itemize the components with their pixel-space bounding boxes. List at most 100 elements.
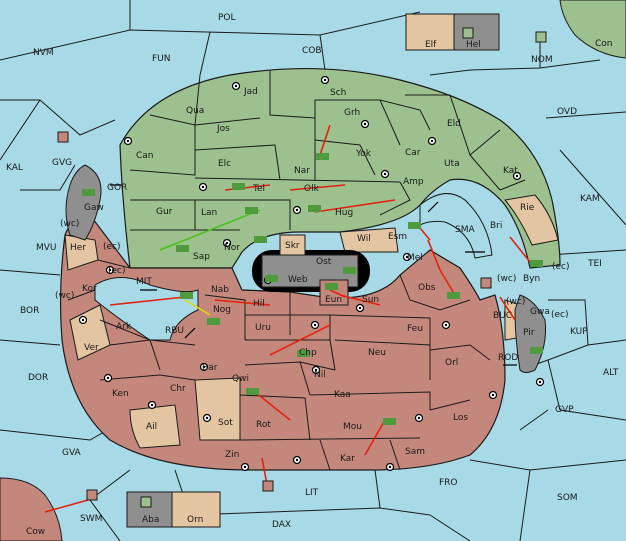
coast-labels: (wc) (ec) (wc) (ec) (wc) (ec) (wc) (ec)	[55, 219, 570, 320]
green-units	[82, 153, 543, 425]
fleet-units	[57, 27, 547, 508]
label-lit: LIT	[305, 488, 319, 498]
label-car: Car	[405, 148, 421, 158]
label-hug: Hug	[335, 208, 353, 218]
sea-labels: POL NVM FUN COB NOM Con OVD KAL GVG GOR …	[6, 13, 619, 530]
label-esm: Esm	[388, 232, 407, 242]
green-region	[119, 67, 561, 269]
label-los: Los	[453, 413, 468, 423]
label-ail: Ail	[146, 422, 157, 432]
territory-skr[interactable]	[279, 234, 306, 256]
label-sma: SMA	[455, 225, 475, 235]
territory-orn[interactable]	[171, 491, 221, 528]
territory-hel[interactable]	[453, 13, 500, 51]
label-elf: Elf	[425, 40, 437, 50]
label-alt: ALT	[603, 368, 619, 378]
label-qwi: Qwi	[232, 374, 249, 384]
label-bar: Bar	[202, 363, 218, 373]
territory-sot[interactable]	[194, 377, 241, 441]
label-skr: Skr	[285, 241, 300, 251]
label-dor: DOR	[28, 373, 48, 383]
label-wil: Wil	[357, 234, 371, 244]
label-gwa: Gwa	[530, 307, 550, 317]
sea-sma-inlet	[419, 193, 493, 259]
label-nab: Nab	[211, 285, 229, 295]
label-kup: KUP	[570, 327, 588, 337]
coast-ec-her: (ec)	[103, 242, 121, 252]
label-grh: Grh	[344, 108, 360, 118]
territory-cow[interactable]	[0, 477, 63, 541]
label-tei: TEI	[587, 259, 602, 269]
territory-ail[interactable]	[129, 404, 181, 449]
coast-wc-kor: (wc)	[55, 291, 74, 301]
territory-wil[interactable]	[339, 227, 399, 253]
label-cob: COB	[302, 46, 322, 56]
label-nvm: NVM	[33, 48, 54, 58]
label-nom: NOM	[531, 55, 553, 65]
label-con: Con	[595, 39, 613, 49]
label-chp: Chp	[299, 348, 317, 358]
label-gvg: GVG	[52, 158, 72, 168]
label-uru: Uru	[255, 323, 271, 333]
label-eun: Eun	[325, 295, 342, 305]
label-her: Her	[70, 243, 86, 253]
label-ovd: OVD	[557, 107, 577, 117]
label-kal: KAL	[6, 163, 23, 173]
territory-rie[interactable]	[504, 194, 559, 246]
label-rod: ROD	[498, 353, 518, 363]
label-elc: Elc	[218, 159, 231, 169]
label-jad: Jad	[243, 87, 258, 97]
label-cow: Cow	[26, 527, 45, 537]
coast-ec-byn: (ec)	[552, 262, 570, 272]
label-sap: Sap	[193, 252, 210, 262]
label-swm: SWM	[80, 514, 102, 524]
label-fro: FRO	[439, 478, 458, 488]
label-gor: GOR	[107, 183, 127, 193]
label-gva: GVA	[62, 448, 82, 458]
label-byn: Byn	[523, 274, 540, 284]
label-dax: DAX	[272, 520, 291, 530]
label-gur: Gur	[156, 207, 173, 217]
coast-wc-gwa: (wc)	[506, 297, 525, 307]
label-lan: Lan	[201, 208, 217, 218]
label-mvu: MVU	[36, 243, 57, 253]
label-yok: Yok	[355, 149, 372, 159]
territory-elf[interactable]	[405, 13, 455, 51]
label-kar: Kar	[340, 454, 355, 464]
neutral-labels: Elf Her Ver Rie Gwa Sot Ail Orn Wil	[70, 40, 550, 525]
territory-gaw[interactable]	[65, 164, 102, 241]
label-buc: BUC	[493, 311, 512, 321]
label-amp: Amp	[403, 177, 424, 187]
label-kam: KAM	[580, 194, 600, 204]
label-tel: Tel	[252, 184, 265, 194]
label-pir: Pir	[523, 328, 535, 338]
label-neu: Neu	[368, 348, 386, 358]
label-chr: Chr	[170, 384, 186, 394]
label-gvp: GVP	[555, 405, 574, 415]
label-feu: Feu	[407, 324, 423, 334]
label-ost: Ost	[316, 257, 332, 267]
label-sun: Sun	[362, 295, 379, 305]
label-sot: Sot	[218, 418, 233, 428]
label-ver: Ver	[84, 343, 99, 353]
impassable-labels: Hel Gaw Skr Ost Web Pir Aba	[84, 40, 535, 525]
supply-centers	[78, 75, 545, 472]
label-can: Can	[136, 151, 154, 161]
label-web: Web	[288, 275, 308, 285]
territory-con[interactable]	[559, 0, 626, 59]
order-arrows	[44, 124, 531, 513]
label-qua: Qua	[186, 106, 204, 116]
green-boundaries	[129, 70, 526, 231]
red-labels: Kor Nab Hil Ark Nog Uru Feu Chp Neu Orl …	[26, 253, 468, 537]
green-labels: Jad Sch Qua Jos Grh Can Elc Nar Yok Car …	[136, 87, 518, 262]
label-orl: Orl	[445, 358, 458, 368]
label-mou: Mou	[343, 422, 362, 432]
label-ark: Ark	[116, 322, 132, 332]
label-ken: Ken	[112, 389, 129, 399]
label-uta: Uta	[444, 159, 460, 169]
label-eld: Eld	[447, 119, 461, 129]
label-zin: Zin	[225, 450, 239, 460]
label-olk: Olk	[304, 184, 320, 194]
coast-ec-gwa: (ec)	[551, 310, 569, 320]
